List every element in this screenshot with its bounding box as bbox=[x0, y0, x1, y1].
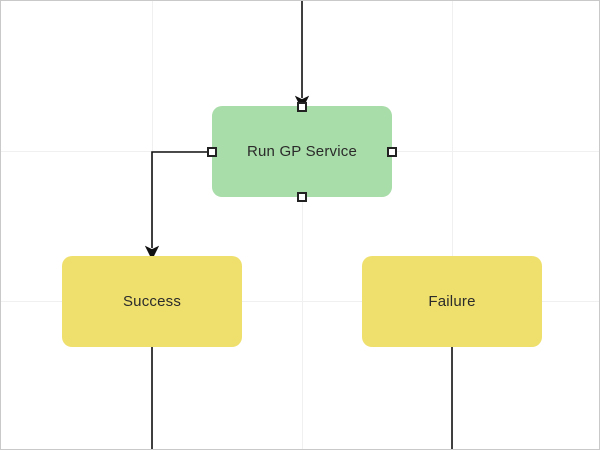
node-success[interactable]: Success bbox=[62, 256, 242, 347]
node-run-gp-service[interactable]: Run GP Service bbox=[212, 106, 392, 197]
node-failure[interactable]: Failure bbox=[362, 256, 542, 347]
node-label: Failure bbox=[428, 293, 476, 310]
handle-bottom[interactable] bbox=[297, 192, 307, 202]
handle-left[interactable] bbox=[207, 147, 217, 157]
node-label: Success bbox=[122, 293, 182, 310]
node-label: Run GP Service bbox=[246, 143, 358, 160]
edge-run-gp-service-to-success[interactable] bbox=[144, 151, 212, 260]
handle-top[interactable] bbox=[297, 102, 307, 112]
handle-right[interactable] bbox=[387, 147, 397, 157]
